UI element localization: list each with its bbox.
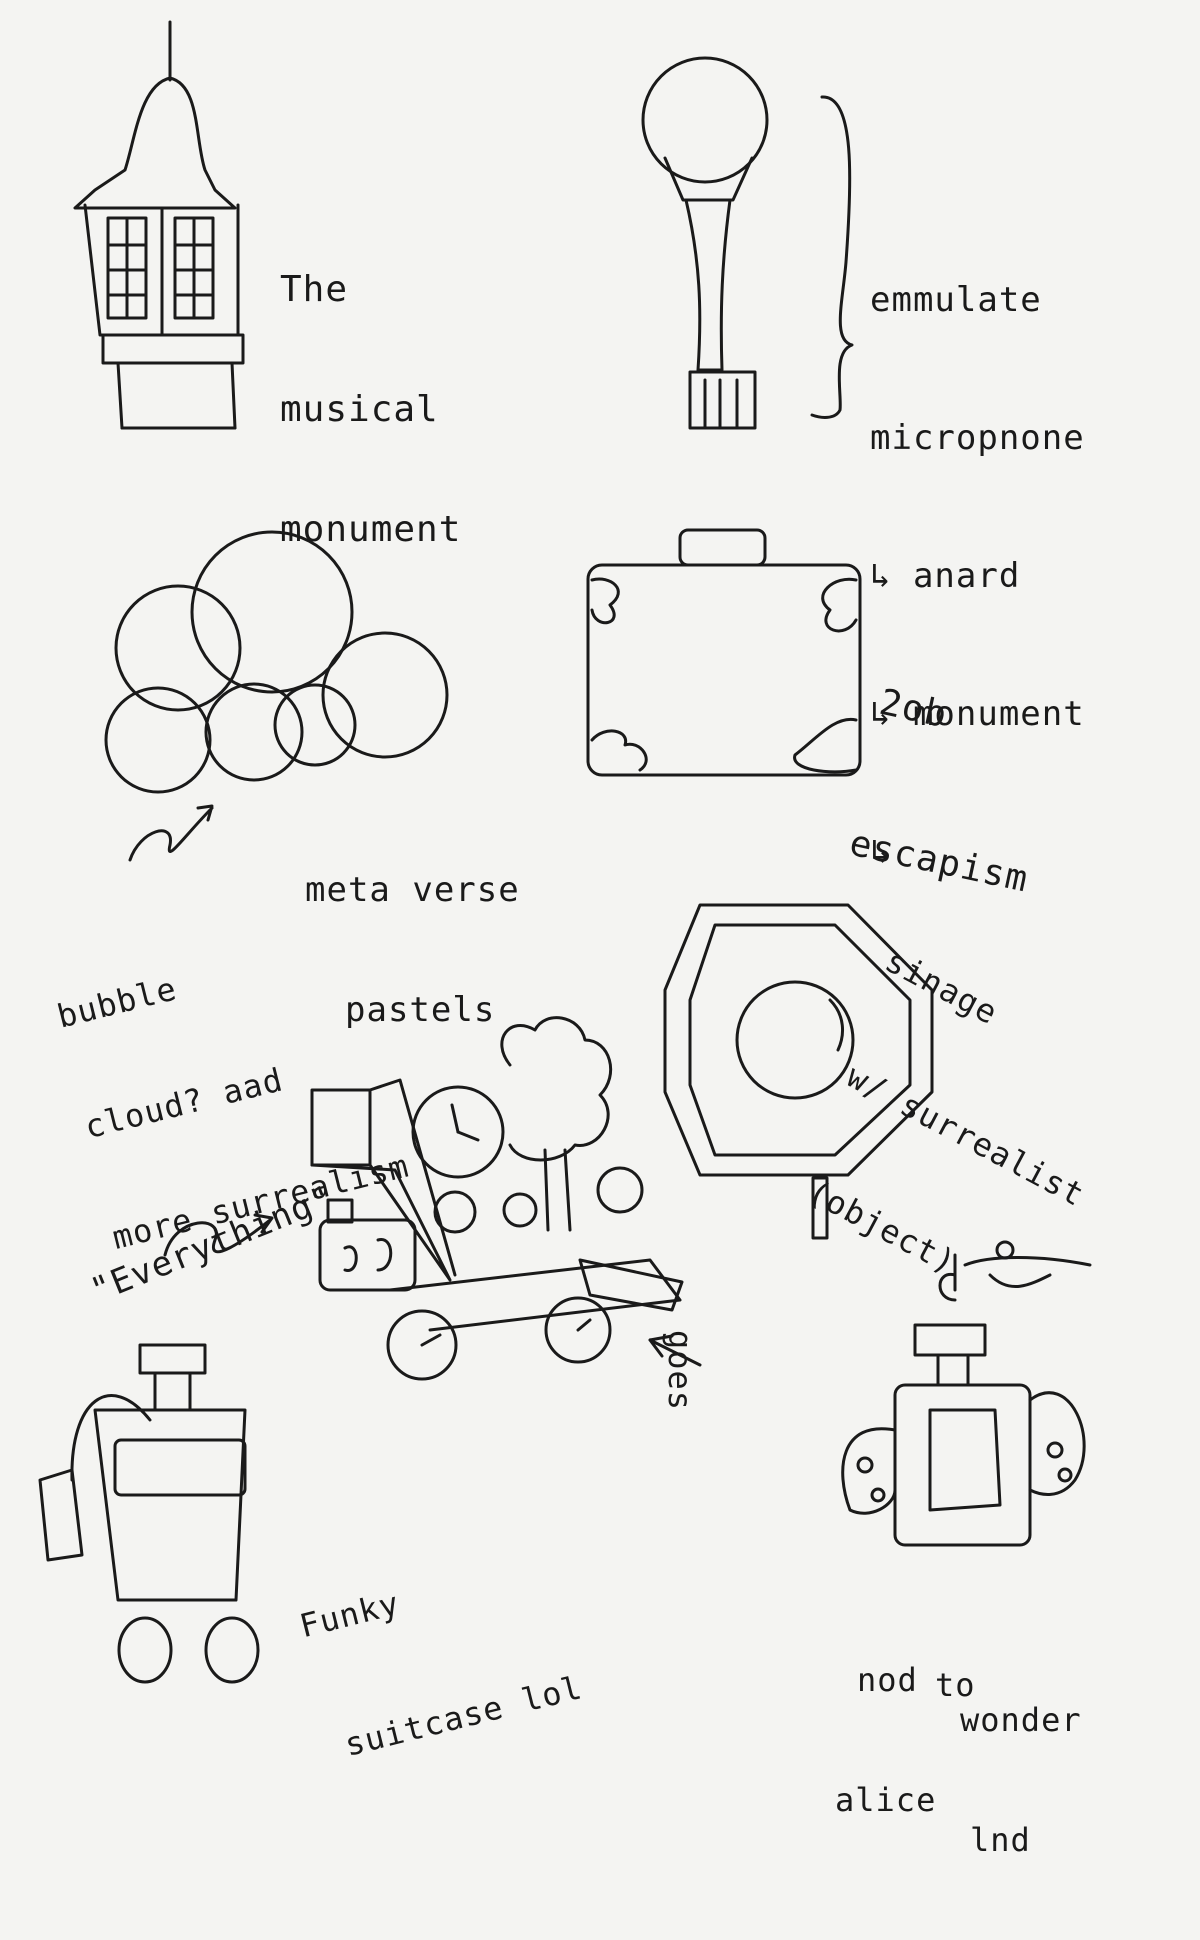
- goes-arrow: [648, 1334, 702, 1367]
- caption-line: w/ surrealist: [840, 1056, 1091, 1215]
- bubble-cloud-caption: meta verse pastels: [305, 790, 520, 1110]
- microphone-caption: emmulate micropnone ↳ anard ↳ monument ↳: [870, 185, 1085, 967]
- caption-line: ↳ monument: [870, 694, 1085, 734]
- bubble-note-arrow: [128, 806, 214, 862]
- caption-line: (object): [801, 1172, 963, 1282]
- caption-line: Funky: [295, 1583, 404, 1646]
- sketch-page: The musical monument emmulate micropnone…: [38, 20, 1092, 1859]
- sketch-drawings: [38, 20, 1092, 1684]
- caption-line: ↳ anard: [870, 556, 1021, 596]
- caption-line: meta verse: [305, 870, 520, 910]
- caption-line: musical: [280, 389, 439, 430]
- sign-icon: [663, 903, 934, 1240]
- caption-line: 2ob: [875, 681, 951, 737]
- everything-cart-icon: [310, 1016, 684, 1381]
- caption-line: ↳: [870, 832, 892, 872]
- caption-line: to: [935, 1666, 976, 1704]
- goes-note: goes: [580, 1330, 780, 1411]
- caption-line: micropnone: [870, 418, 1085, 458]
- bubble-cloud-icon: [104, 530, 449, 794]
- caption-line: "Everything": [84, 1177, 339, 1312]
- clock-tower-caption: The musical monument: [280, 190, 461, 630]
- funky-suitcase-icon: [38, 1343, 260, 1684]
- caption-line: suitcase lol: [340, 1668, 586, 1764]
- caption-line: bubble: [53, 969, 181, 1036]
- microphone-trophy-icon: [641, 56, 854, 430]
- bubble-note-arrowhead: [196, 804, 214, 822]
- caption-line: nod: [857, 1661, 918, 1699]
- everything-arrowhead: [253, 1213, 274, 1234]
- caption-line: monument: [280, 509, 462, 550]
- caption-line: wonder: [960, 1701, 1082, 1739]
- caption-line: pastels: [345, 990, 496, 1030]
- clock-tower-icon: [73, 20, 245, 430]
- caption-line: sinage: [879, 941, 1005, 1033]
- suitcase-icon: [586, 528, 862, 777]
- caption-line: alice: [835, 1781, 937, 1819]
- caption-line: goes: [661, 1330, 699, 1412]
- alice-suitcase-icon: [841, 1240, 1092, 1547]
- caption-line: lnd: [970, 1821, 1031, 1859]
- caption-line: emmulate: [870, 280, 1042, 320]
- alice-caption-left: nod alice: [835, 1580, 936, 1900]
- alice-caption-right: wonder lnd: [960, 1620, 1082, 1940]
- everything-arrow: [163, 1218, 272, 1257]
- alice-caption-joiner: to: [935, 1585, 1016, 1785]
- caption-line: The: [280, 269, 349, 310]
